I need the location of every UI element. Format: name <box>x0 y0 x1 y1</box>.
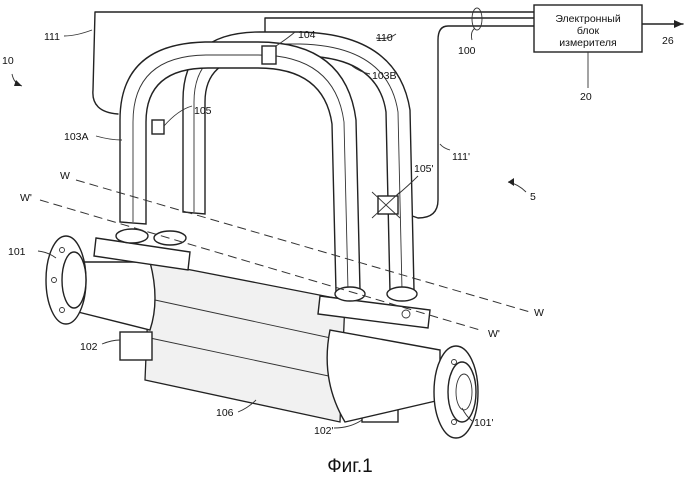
wire-bundle-loop-100 <box>471 7 483 31</box>
box-line-3: измерителя <box>559 37 616 49</box>
label-102-prime: 102' <box>314 425 334 437</box>
figure-caption: Фиг.1 <box>327 456 373 477</box>
label-5: 5 <box>530 191 536 203</box>
label-w-right: W <box>534 307 544 319</box>
ref-arrow-10 <box>11 73 23 87</box>
inlet-flange-101 <box>45 235 87 325</box>
label-103b: 103B <box>372 70 397 82</box>
axis-w-prime <box>39 199 481 331</box>
label-105-prime: 105' <box>414 163 434 175</box>
label-26: 26 <box>662 35 674 47</box>
label-111: 111 <box>44 31 60 43</box>
label-100: 100 <box>458 45 476 57</box>
label-10: 10 <box>2 55 14 67</box>
wire-111-prime <box>394 25 535 219</box>
label-102: 102 <box>80 341 98 353</box>
label-w-top: W <box>60 170 70 182</box>
manifold-body-106 <box>144 261 346 423</box>
label-w-prime-right: W' <box>488 328 500 340</box>
label-101-prime: 101' <box>474 417 494 429</box>
meter-electronics-box <box>533 4 643 53</box>
support-block-102 <box>119 331 153 361</box>
flow-tube-103a <box>119 41 361 293</box>
label-20: 20 <box>580 91 592 103</box>
inlet-manifold-left <box>69 228 191 331</box>
ref-arrow-5 <box>507 178 527 193</box>
axis-w <box>75 179 531 313</box>
label-105: 105 <box>194 105 212 117</box>
driver-104 <box>261 45 277 65</box>
label-106: 106 <box>216 407 234 419</box>
pickoff-105-prime <box>371 191 401 219</box>
leader-lines <box>37 27 589 429</box>
label-104: 104 <box>298 29 316 41</box>
output-line-26 <box>641 20 684 28</box>
pickoff-105 <box>151 119 165 135</box>
box-line-1: Электронный <box>555 13 621 25</box>
label-101: 101 <box>8 246 26 258</box>
wire-111 <box>92 11 535 115</box>
box-line-2: блок <box>577 25 600 37</box>
label-111-prime: 111' <box>452 151 470 163</box>
outlet-manifold-right <box>317 286 441 423</box>
label-w-prime-left: W' <box>20 192 32 204</box>
label-103a: 103A <box>64 131 89 143</box>
label-110: 110 <box>376 32 393 44</box>
outlet-flange-101-prime <box>433 345 479 439</box>
